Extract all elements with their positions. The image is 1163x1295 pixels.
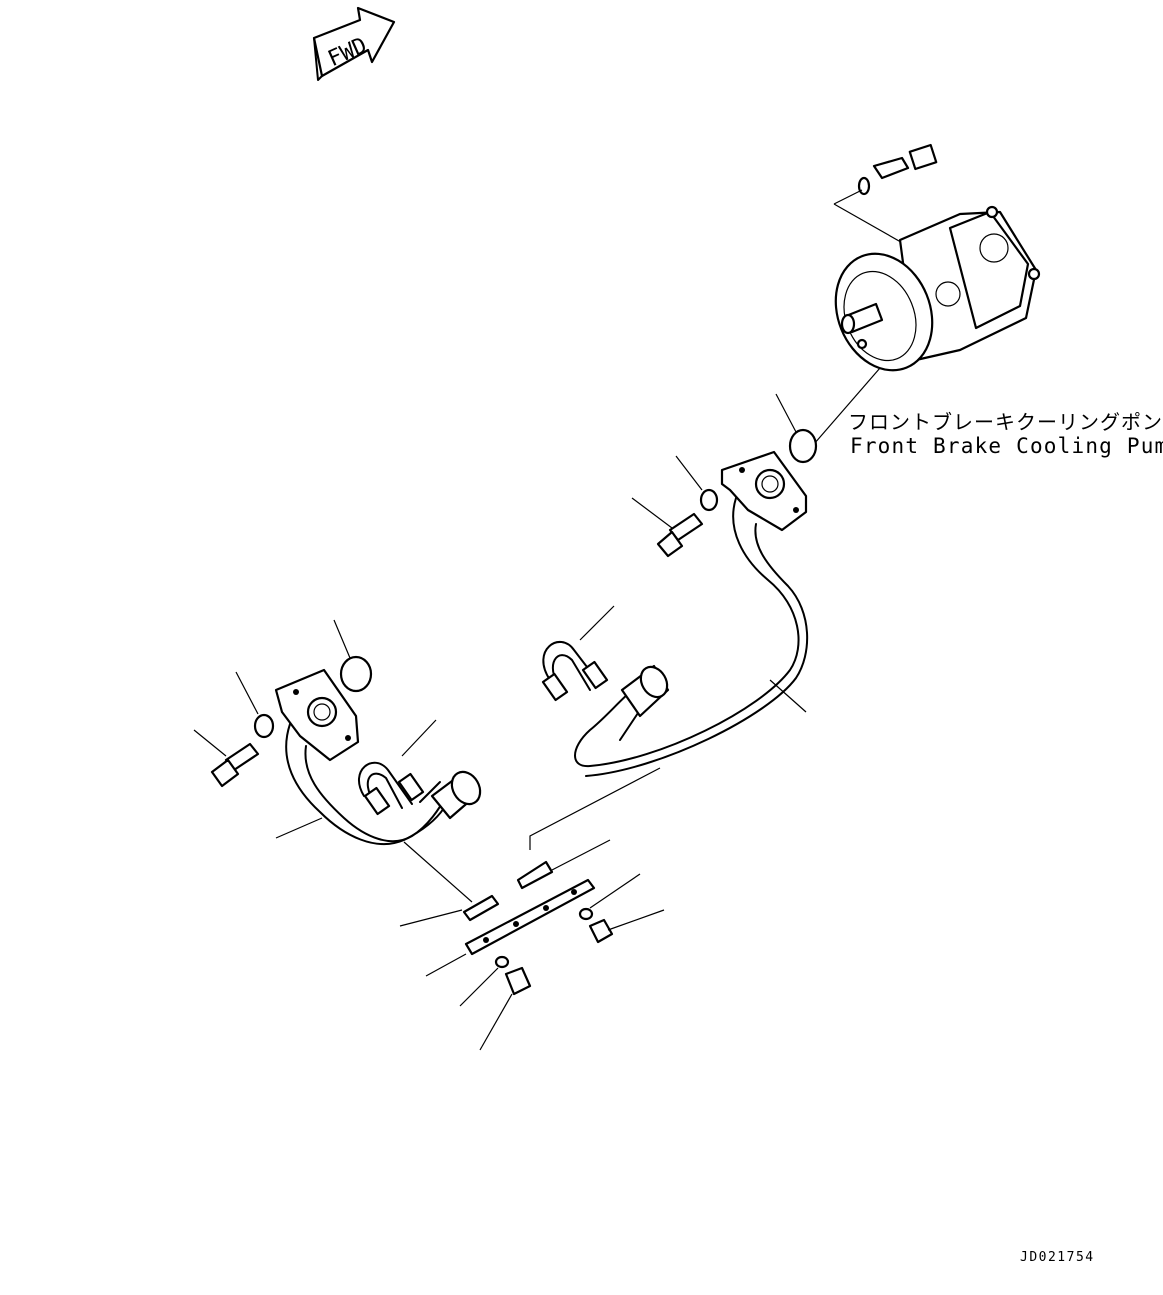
right-tube bbox=[574, 497, 809, 777]
right-u-clip-icon bbox=[541, 605, 615, 702]
left-o-ring-icon bbox=[339, 655, 373, 693]
washer-small-icon-2 bbox=[494, 955, 510, 969]
left-tube bbox=[275, 723, 482, 845]
clamp-bracket bbox=[399, 767, 665, 1051]
pump-washer-icon bbox=[857, 176, 871, 196]
fwd-arrow-icon: FWD bbox=[312, 6, 396, 81]
pump-bolt-icon bbox=[872, 156, 910, 180]
nut-icon bbox=[588, 918, 614, 944]
clamp-half-icon bbox=[462, 894, 500, 922]
pump-label-japanese: フロントブレーキクーリングポンプ bbox=[848, 410, 1163, 434]
right-pipe-flange bbox=[720, 450, 808, 532]
left-u-clip-icon bbox=[358, 719, 437, 816]
pump-label-english: Front Brake Cooling Pump bbox=[850, 434, 1163, 458]
nut-icon-2 bbox=[504, 966, 532, 996]
drawing-id: JD021754 bbox=[1020, 1250, 1095, 1265]
left-bolt-icon bbox=[193, 729, 260, 788]
o-ring-icon bbox=[788, 428, 818, 464]
right-bolt-icon bbox=[631, 497, 704, 558]
left-pipe-flange bbox=[274, 668, 360, 762]
left-washer-icon bbox=[253, 713, 275, 739]
right-washer-icon bbox=[699, 488, 719, 512]
clamp-half-icon-2 bbox=[516, 860, 554, 890]
washer-small-icon bbox=[578, 907, 594, 921]
front-brake-cooling-pump bbox=[813, 143, 1041, 445]
